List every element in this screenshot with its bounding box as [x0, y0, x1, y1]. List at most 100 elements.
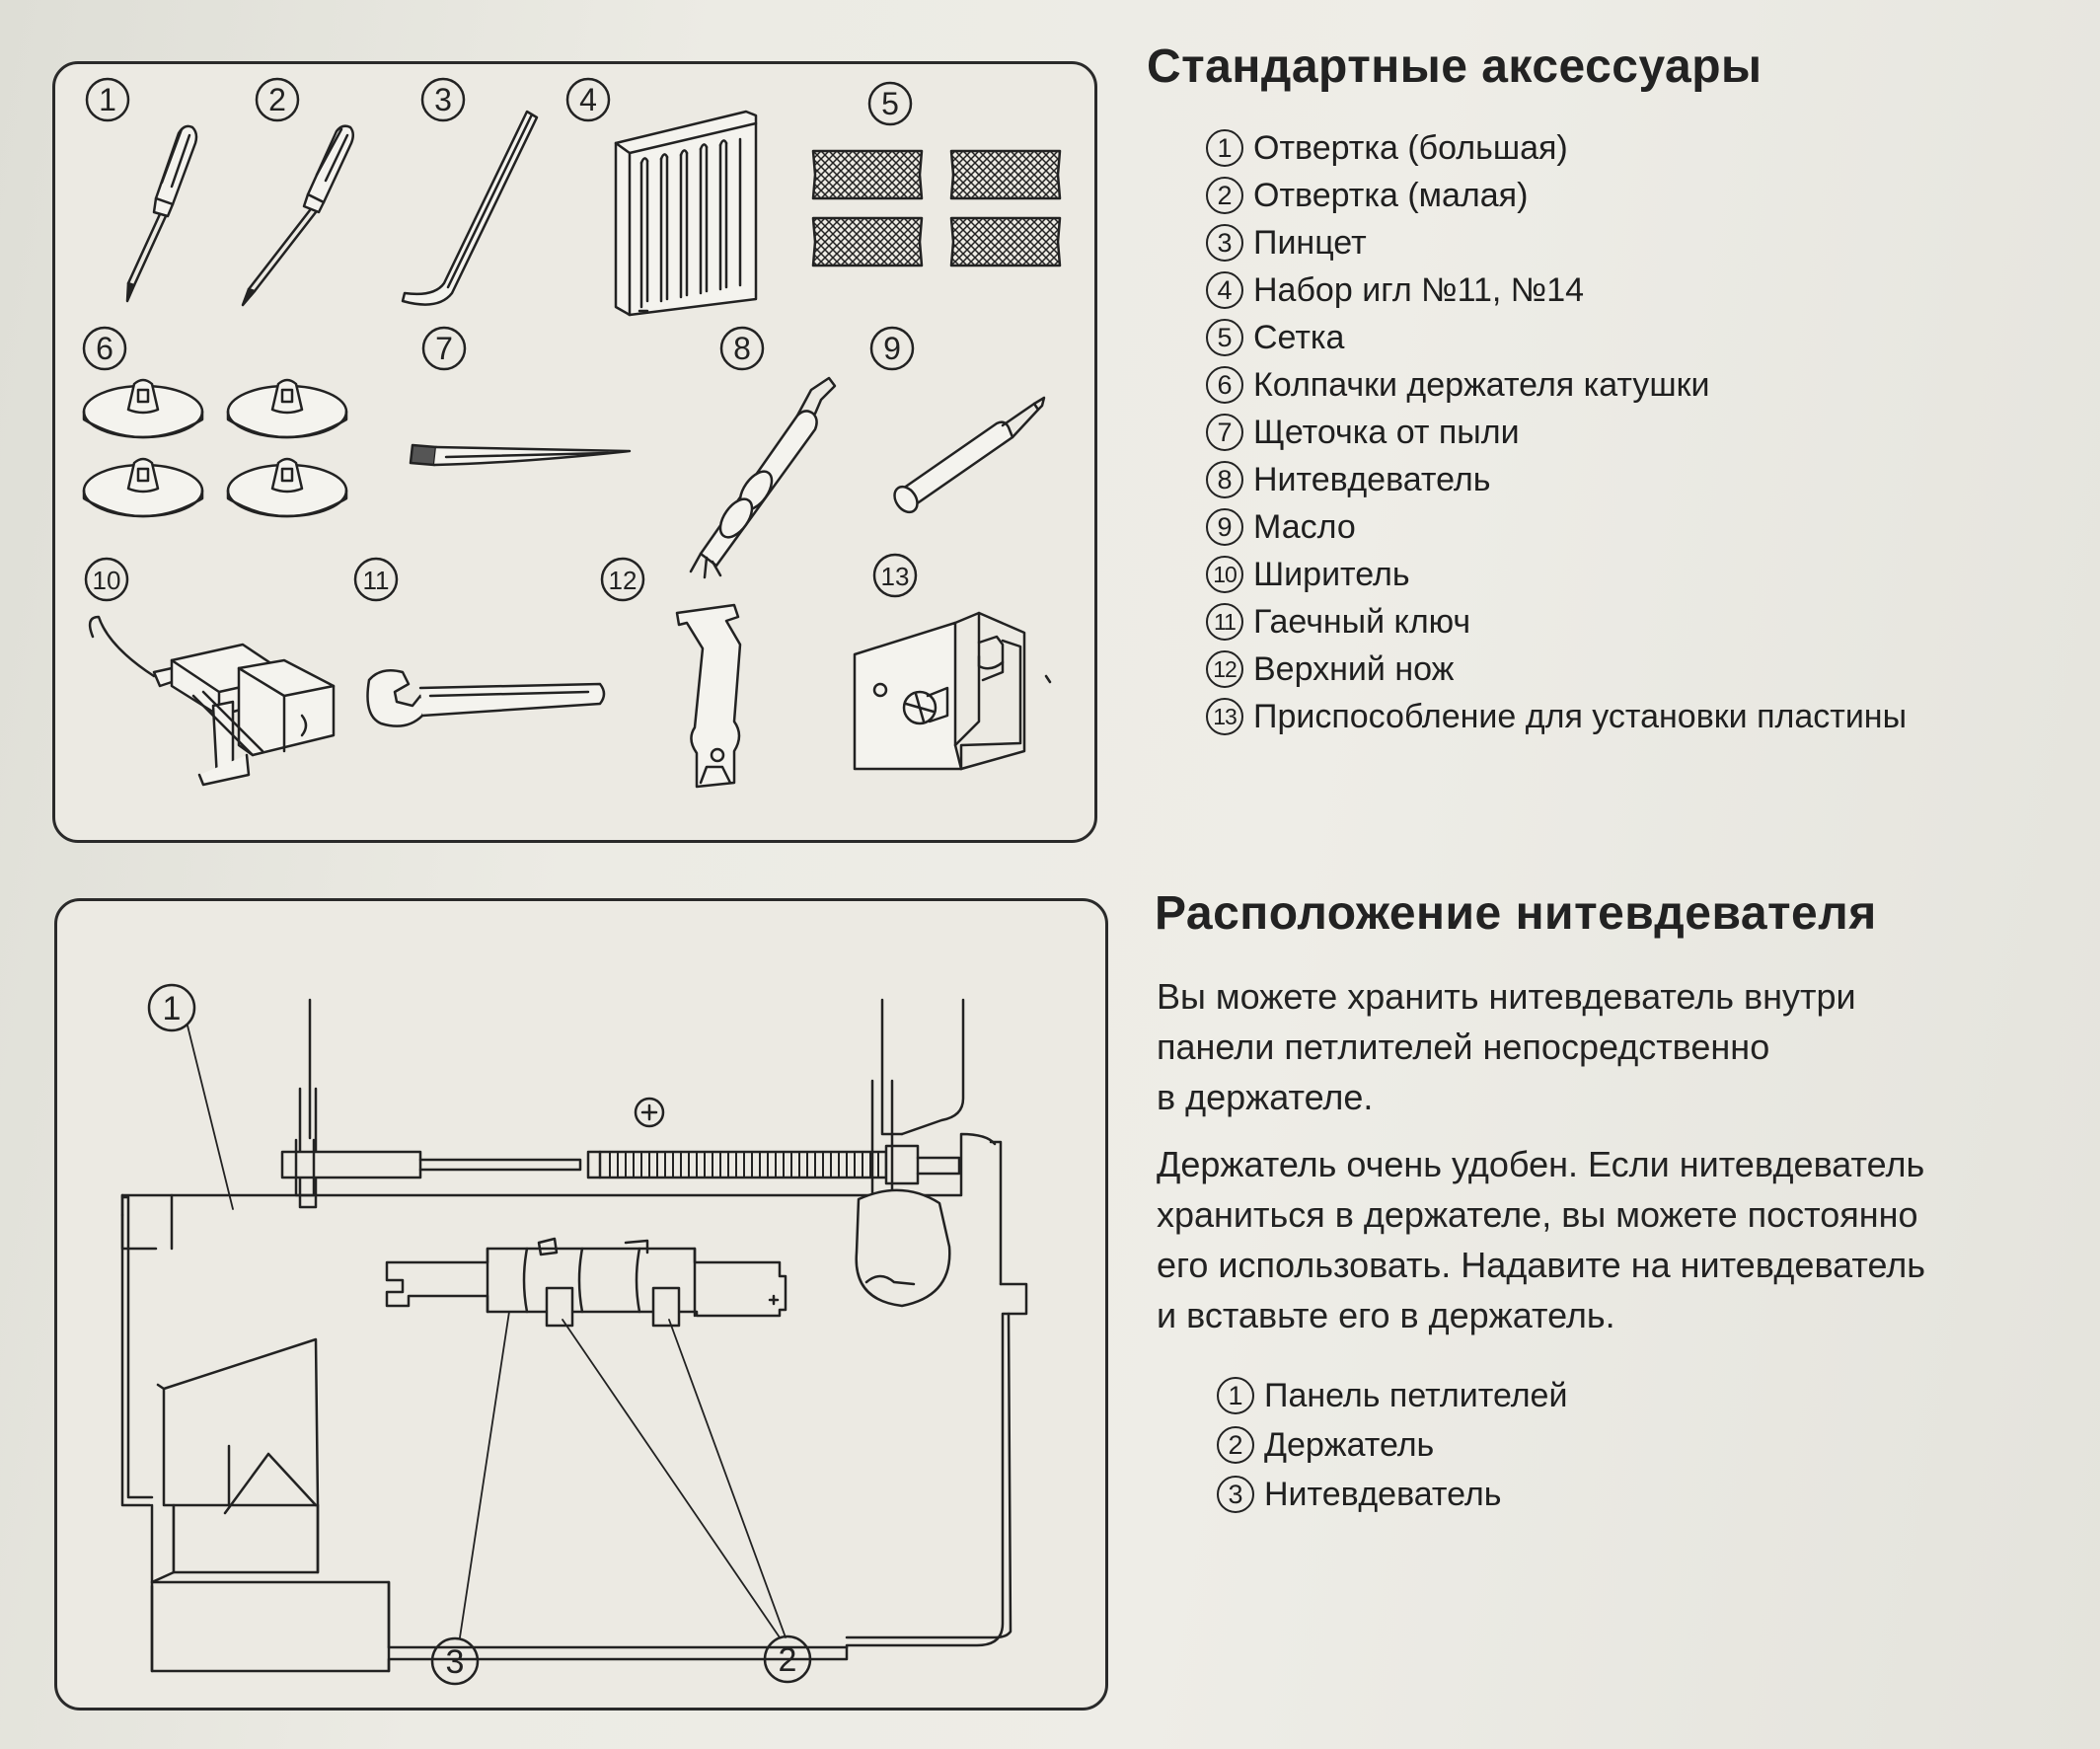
callout-7: 7 — [421, 326, 467, 371]
svg-text:13: 13 — [881, 562, 910, 591]
item-number: 1 — [1217, 1377, 1254, 1414]
callout-12: 12 — [600, 557, 645, 602]
item-number: 11 — [1206, 603, 1243, 641]
item-label: Верхний нож — [1253, 649, 1455, 688]
item-number: 2 — [1217, 1426, 1254, 1464]
net-icon — [811, 149, 1062, 267]
accessory-item: 3 Пинцет — [1206, 219, 1907, 266]
callout-5: 5 — [867, 81, 913, 126]
threader-location-panel: 1 3 2 — [54, 898, 1108, 1711]
threader-in-holder — [385, 1237, 788, 1328]
item-number: 9 — [1206, 508, 1243, 546]
item-number: 4 — [1206, 271, 1243, 309]
spool-caps-icon — [82, 378, 348, 518]
item-number: 5 — [1206, 319, 1243, 356]
item-label: Ширитель — [1253, 555, 1410, 593]
oil-bottle-icon — [893, 396, 1046, 514]
item-label: Гаечный ключ — [1253, 602, 1471, 641]
svg-text:12: 12 — [609, 566, 638, 595]
item-number: 12 — [1206, 650, 1243, 688]
legend-item: 2 Держатель — [1217, 1420, 1567, 1470]
text-line: его использовать. Надавите на нитевдеват… — [1157, 1245, 1926, 1285]
svg-text:1: 1 — [99, 82, 116, 117]
svg-text:4: 4 — [579, 82, 597, 117]
threader-callouts: 1 3 2 — [147, 983, 812, 1686]
threader-paragraph-2: Держатель очень удобен. Если нитевдевате… — [1157, 1139, 2045, 1340]
callout-threader: 3 — [430, 1636, 480, 1686]
callout-looper-panel: 1 — [147, 983, 196, 1032]
looper-panel-diagram: 1 3 2 — [120, 983, 1028, 1686]
spool-cap — [82, 378, 204, 439]
item-number: 3 — [1206, 224, 1243, 262]
svg-text:11: 11 — [363, 566, 390, 595]
svg-text:1: 1 — [163, 990, 182, 1027]
accessory-item: 6 Колпачки держателя катушки — [1206, 361, 1907, 409]
item-label: Нитевдеватель — [1264, 1475, 1502, 1513]
accessory-item: 5 Сетка — [1206, 314, 1907, 361]
callout-3: 3 — [420, 77, 466, 122]
accessories-illustration: 1 2 3 4 5 6 7 8 9 10 11 12 13 — [82, 77, 1062, 789]
svg-text:8: 8 — [733, 331, 751, 366]
item-number: 10 — [1206, 556, 1243, 593]
threader-location-title: Расположение нитевдевателя — [1155, 887, 1877, 940]
threader-tool-icon — [689, 376, 837, 579]
text-line: панели петлителей непосредственно — [1157, 1027, 1770, 1067]
text-line: Вы можете хранить нитевдеватель внутри — [1157, 976, 1856, 1017]
front-block — [150, 1337, 391, 1673]
leader-lines — [187, 1025, 787, 1638]
plate-setter-icon — [853, 611, 1052, 771]
svg-text:9: 9 — [883, 331, 901, 366]
wrench-icon — [366, 669, 606, 727]
accessory-item: 10 Ширитель — [1206, 551, 1907, 598]
screwdriver-large-icon — [125, 124, 198, 303]
item-label: Щеточка от пыли — [1253, 413, 1520, 451]
svg-text:3: 3 — [446, 1643, 465, 1681]
callout-9: 9 — [869, 326, 915, 371]
accessories-callouts: 1 2 3 4 5 6 7 8 9 10 11 12 13 — [82, 77, 918, 602]
dust-brush-icon — [409, 443, 632, 467]
item-label: Отвертка (малая) — [1253, 176, 1529, 214]
spool-cap — [82, 457, 204, 518]
item-number: 7 — [1206, 414, 1243, 451]
item-label: Пинцет — [1253, 223, 1367, 262]
accessory-item: 7 Щеточка от пыли — [1206, 409, 1907, 456]
screwdriver-small-icon — [241, 124, 354, 307]
svg-text:6: 6 — [96, 331, 113, 366]
item-label: Приспособление для установки пластины — [1253, 697, 1908, 735]
item-label: Держатель — [1264, 1425, 1435, 1464]
accessory-item: 9 Масло — [1206, 503, 1907, 551]
svg-text:10: 10 — [93, 566, 121, 595]
accessories-illustration-panel: 1 2 3 4 5 6 7 8 9 10 11 12 13 — [52, 61, 1097, 843]
callout-1: 1 — [85, 77, 130, 122]
item-label: Нитевдеватель — [1253, 460, 1491, 498]
accessory-item: 4 Набор игл №11, №14 — [1206, 266, 1907, 314]
tweezers-icon — [401, 110, 539, 306]
item-label: Набор игл №11, №14 — [1253, 270, 1585, 309]
svg-text:2: 2 — [268, 82, 286, 117]
spreader-icon — [88, 615, 336, 787]
item-label: Колпачки держателя катушки — [1253, 365, 1710, 404]
item-label: Масло — [1253, 507, 1356, 546]
svg-text:7: 7 — [435, 331, 453, 366]
callout-13: 13 — [872, 553, 918, 598]
text-line: и вставьте его в держатель. — [1157, 1295, 1615, 1335]
accessory-item: 8 Нитевдеватель — [1206, 456, 1907, 503]
spool-cap — [226, 457, 348, 518]
looper-panel-outline — [120, 1132, 1028, 1673]
upper-shaft-assembly — [280, 998, 965, 1209]
item-number: 8 — [1206, 461, 1243, 498]
spool-cap — [226, 378, 348, 439]
text-line: Держатель очень удобен. Если нитевдевате… — [1157, 1144, 1925, 1184]
item-number: 6 — [1206, 366, 1243, 404]
svg-text:3: 3 — [434, 82, 452, 117]
accessory-item: 12 Верхний нож — [1206, 646, 1907, 693]
item-label: Сетка — [1253, 318, 1345, 356]
spring-coil — [609, 1151, 879, 1179]
